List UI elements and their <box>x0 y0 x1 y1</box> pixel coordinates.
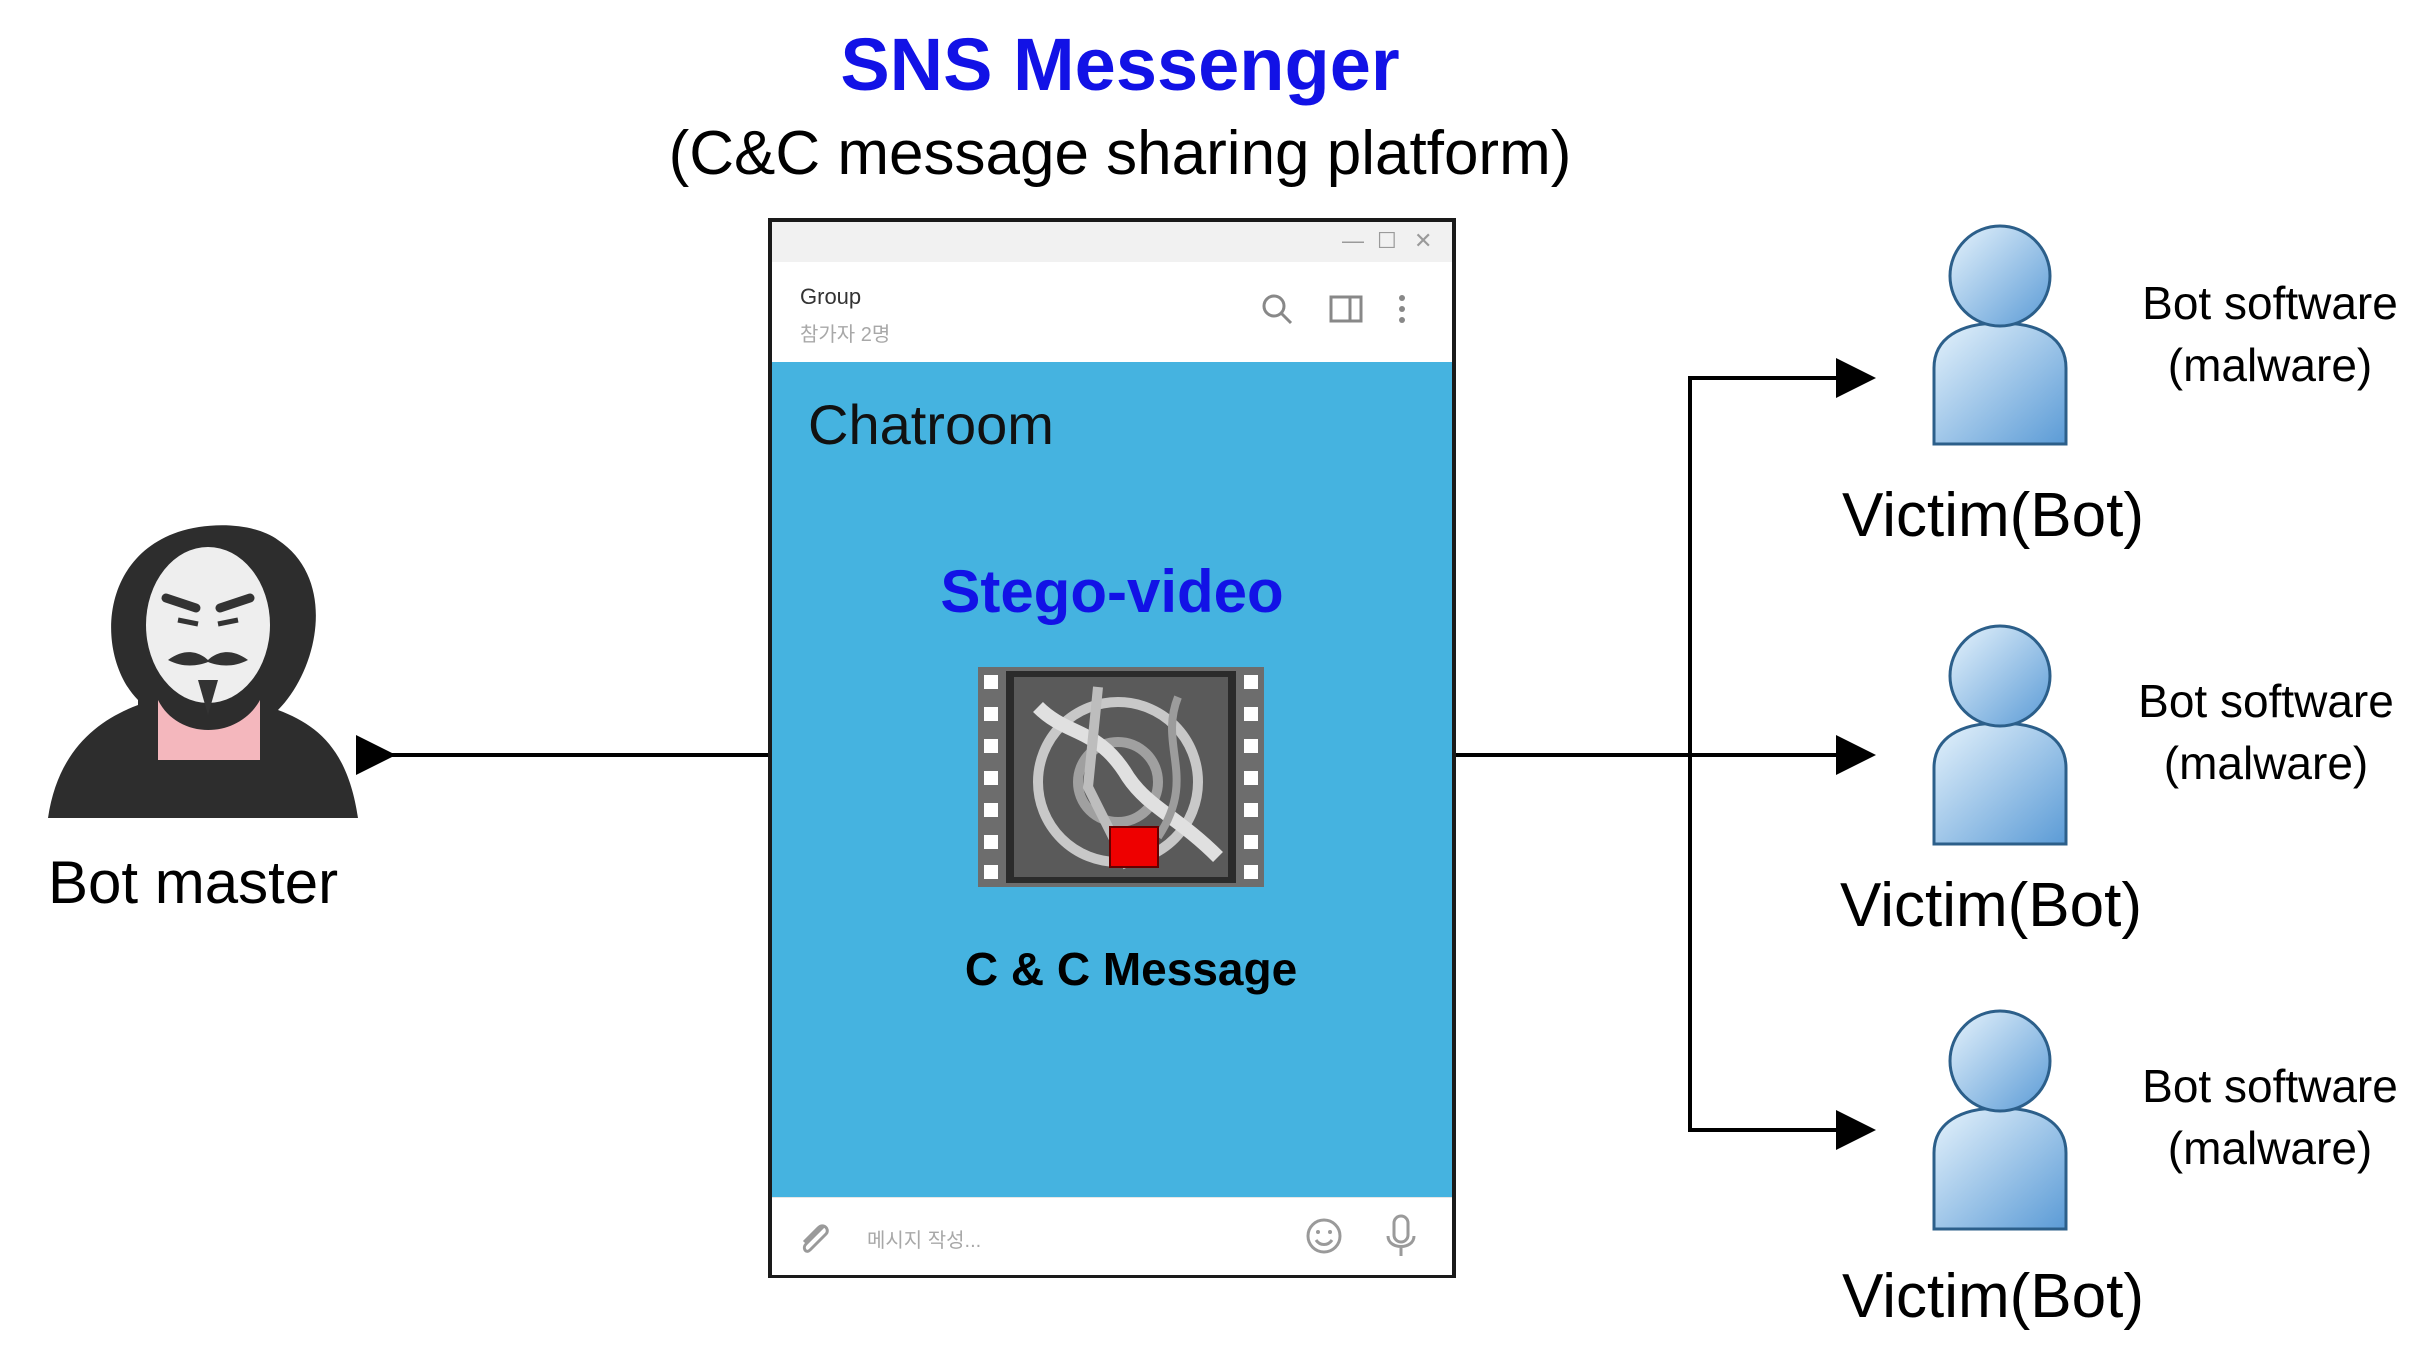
search-icon[interactable] <box>1260 292 1294 326</box>
microphone-icon[interactable] <box>1384 1214 1418 1258</box>
message-input-bar: 메시지 작성... <box>772 1197 1452 1275</box>
diagram-title: SNS Messenger <box>840 23 1400 106</box>
window-titlebar: — ☐ ✕ <box>772 222 1452 262</box>
chatroom-label: Chatroom <box>808 393 1054 456</box>
cc-message-marker <box>1109 826 1159 868</box>
more-icon[interactable] <box>1394 292 1410 326</box>
group-member-count: 참가자 2명 <box>800 324 891 346</box>
stego-video-thumbnail[interactable] <box>978 667 1264 887</box>
bot-software-label: Bot software (malware) <box>2138 675 2394 789</box>
person-icon <box>1932 1009 2068 1231</box>
group-name: Group <box>800 284 862 309</box>
victim-label: Victim(Bot) <box>1840 871 2143 940</box>
chatroom-area: Chatroom Stego-video C & C M <box>772 362 1452 1197</box>
bot-master-hacker-icon <box>48 525 358 818</box>
chat-header: Group 참가자 2명 <box>772 262 1452 363</box>
cc-message-label: C & C Message <box>964 943 1298 995</box>
sidebar-icon[interactable] <box>1328 292 1364 326</box>
close-icon[interactable]: ✕ <box>1414 228 1433 253</box>
maximize-icon[interactable]: ☐ <box>1377 228 1397 253</box>
person-icon <box>1932 224 2068 446</box>
minimize-icon[interactable]: — <box>1342 228 1364 253</box>
stego-video-label: Stego-video <box>940 558 1284 625</box>
emoji-icon[interactable] <box>1304 1216 1344 1256</box>
victim-bot-3: Bot software (malware) Victim(Bot) <box>1842 1003 2420 1343</box>
victim-bot-2: Bot software (malware) Victim(Bot) <box>1840 618 2420 958</box>
victim-label: Victim(Bot) <box>1842 1262 2145 1331</box>
victim-label: Victim(Bot) <box>1842 481 2145 550</box>
paperclip-icon[interactable] <box>794 1218 834 1258</box>
victim-bot-1: Bot software (malware) Victim(Bot) <box>1842 218 2420 558</box>
bot-software-label: Bot software (malware) <box>2142 1060 2398 1174</box>
message-input[interactable]: 메시지 작성... <box>867 1230 982 1252</box>
messenger-window: — ☐ ✕ Group 참가자 2명 Chatroom Stego-video <box>768 218 1456 1278</box>
bot-software-label: Bot software (malware) <box>2142 277 2398 391</box>
bot-master-label: Bot master <box>48 849 339 916</box>
person-icon <box>1932 624 2068 846</box>
diagram-subtitle: (C&C message sharing platform) <box>668 119 1572 188</box>
